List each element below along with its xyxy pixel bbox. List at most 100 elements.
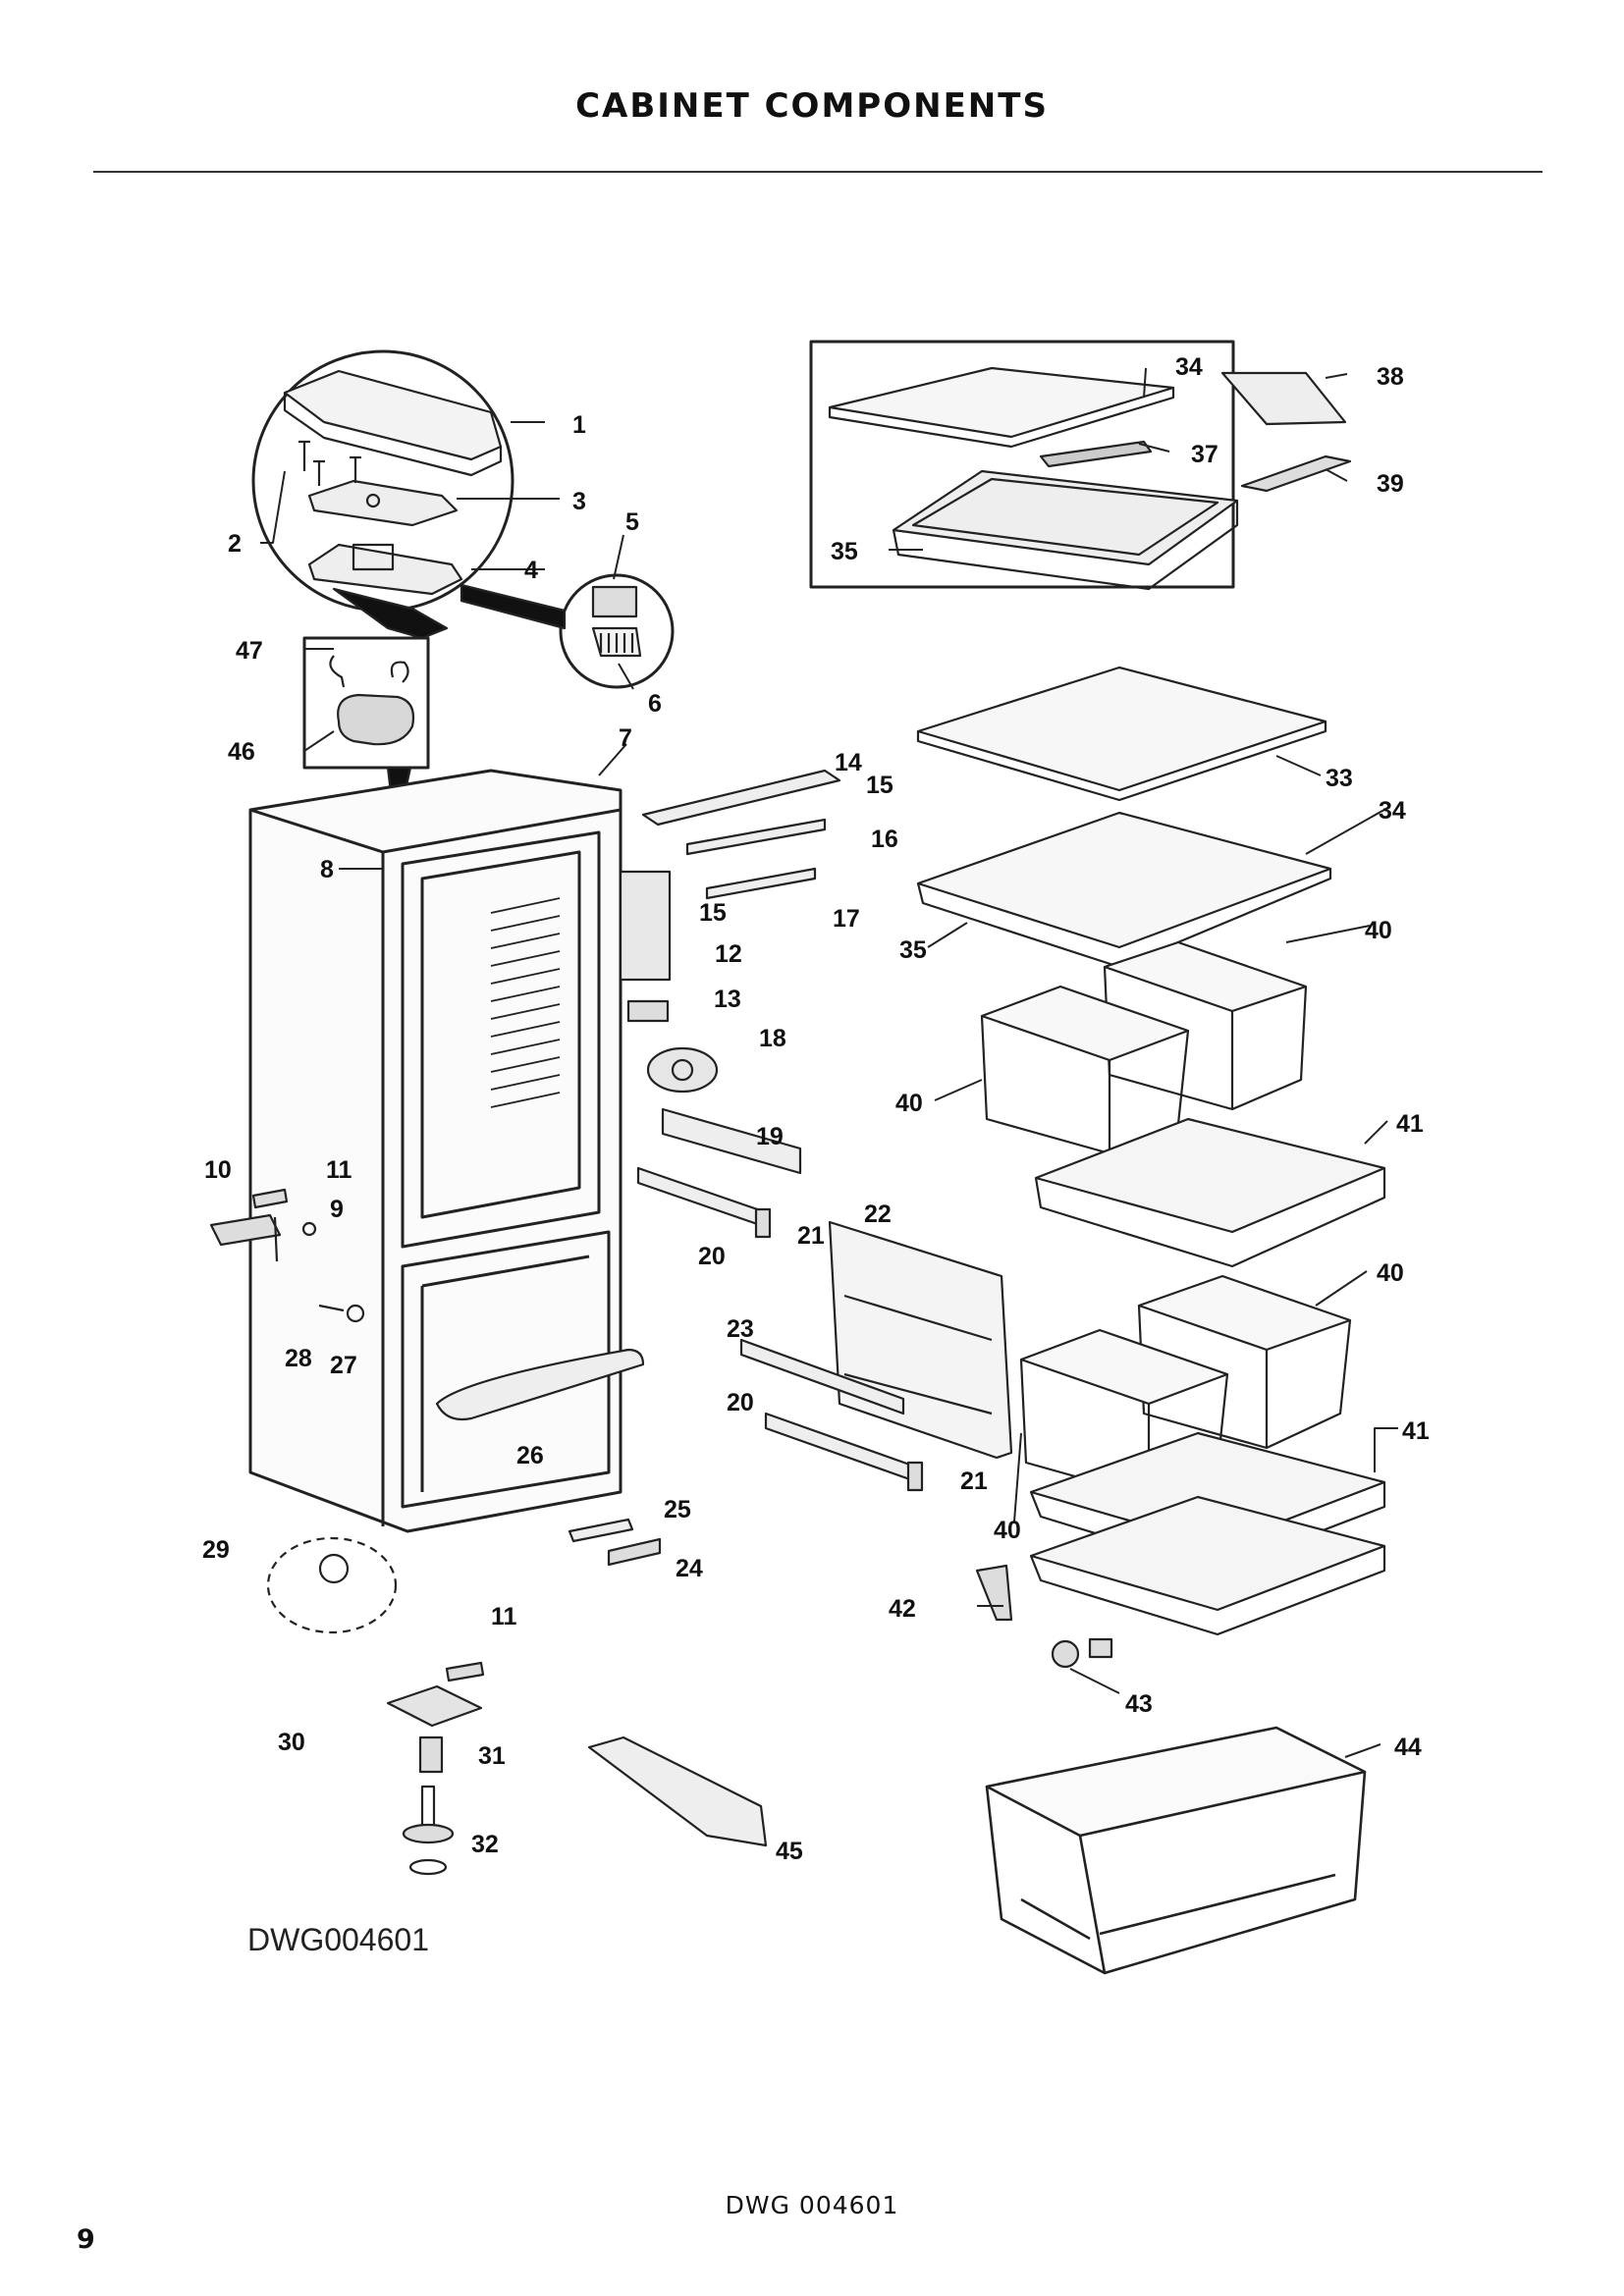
part-top-cover xyxy=(283,369,503,477)
detail-box-crisper-cover xyxy=(809,340,1235,589)
part-foot-29 xyxy=(266,1536,398,1634)
part-leveler-32 xyxy=(402,1785,455,1876)
callout-label: 6 xyxy=(648,690,662,718)
callout-label: 41 xyxy=(1402,1417,1430,1445)
callout-label: 5 xyxy=(625,508,639,536)
part-door-bin-40-a xyxy=(1103,940,1308,1111)
callout-label: 43 xyxy=(1125,1690,1153,1718)
part-shim-11-lower xyxy=(445,1661,485,1682)
part-bracket-21-a xyxy=(754,1207,772,1239)
part-water-connector xyxy=(329,655,415,746)
callout-label: 16 xyxy=(871,826,898,853)
part-glass-shelf-34-top xyxy=(828,366,1175,449)
part-control-panel-12 xyxy=(619,870,672,982)
callout-label: 37 xyxy=(1191,441,1218,468)
callout-label: 34 xyxy=(1175,353,1203,381)
callout-label: 26 xyxy=(516,1442,544,1469)
callout-labels: 1 2 3 4 5 6 7 8 9 10 11 11 12 13 14 15 1… xyxy=(202,353,1430,1865)
part-light-cover-14 xyxy=(641,769,841,827)
callout-label: 14 xyxy=(835,749,862,776)
part-tray-41-upper xyxy=(1034,1117,1386,1268)
page-title: CABINET COMPONENTS xyxy=(575,86,1049,126)
callout-label: 29 xyxy=(202,1536,230,1564)
callout-label: 15 xyxy=(699,899,727,927)
callout-label: 21 xyxy=(960,1468,988,1495)
callout-label: 35 xyxy=(899,936,927,964)
detail-box-46-47 xyxy=(302,636,430,770)
callout-label: 8 xyxy=(320,856,334,883)
leader-wedge-top xyxy=(332,587,449,640)
callout-label: 25 xyxy=(664,1496,691,1523)
callout-label: 11 xyxy=(326,1156,352,1184)
part-hinge-10 xyxy=(209,1213,282,1262)
callout-label: 40 xyxy=(1377,1259,1404,1287)
callout-label: 42 xyxy=(889,1595,916,1623)
callout-label: 2 xyxy=(228,530,242,558)
callout-label: 4 xyxy=(524,557,538,584)
detail-circle-5-6 xyxy=(559,573,675,689)
part-rail-23 xyxy=(739,1338,905,1415)
part-clip-25 xyxy=(568,1518,634,1543)
callout-label: 47 xyxy=(236,637,263,665)
callout-label: 40 xyxy=(895,1090,923,1117)
callout-label: 12 xyxy=(715,940,742,968)
part-cover-24 xyxy=(607,1537,662,1567)
part-glass-shelf-33 xyxy=(916,666,1327,802)
callout-label: 3 xyxy=(572,488,586,515)
part-shelf-trim-37 xyxy=(1039,440,1153,468)
part-screws-top xyxy=(298,440,361,486)
part-crisper-drawer-44 xyxy=(985,1726,1367,1975)
part-cabinet-vents xyxy=(490,897,561,1108)
part-screw-9 xyxy=(301,1221,317,1237)
part-filter-comb xyxy=(591,585,642,658)
callout-label: 17 xyxy=(833,905,860,933)
part-light-16 xyxy=(685,818,827,856)
part-shim-11-upper xyxy=(251,1188,289,1209)
callout-label: 44 xyxy=(1394,1734,1422,1761)
leader-wedge-5-6 xyxy=(460,583,567,630)
callout-label: 40 xyxy=(1365,917,1392,944)
part-door-shelf-45 xyxy=(587,1735,768,1847)
callout-label: 21 xyxy=(797,1222,825,1250)
callout-label: 9 xyxy=(330,1196,344,1223)
part-rear-panel-22 xyxy=(828,1220,1013,1460)
part-fan-18 xyxy=(646,1046,719,1094)
callout-label: 40 xyxy=(994,1517,1021,1544)
part-screw-28 xyxy=(318,1304,345,1312)
callout-label: 46 xyxy=(228,738,255,766)
callout-label: 28 xyxy=(285,1345,312,1372)
callout-label: 7 xyxy=(619,724,632,752)
part-lever-42 xyxy=(975,1564,1013,1622)
part-hinge-bracket xyxy=(307,479,459,527)
callout-label: 27 xyxy=(330,1352,357,1379)
part-connector-13 xyxy=(626,999,670,1023)
part-shelf-rail-39 xyxy=(1240,454,1352,493)
callout-label: 35 xyxy=(831,538,858,565)
callout-label: 18 xyxy=(759,1025,786,1052)
part-door-handle-shelf-26 xyxy=(435,1348,645,1421)
callout-label: 33 xyxy=(1326,765,1353,792)
page-number: 9 xyxy=(77,2224,95,2255)
part-rail-19 xyxy=(661,1107,802,1175)
title-divider xyxy=(93,171,1543,173)
part-crisper-cover-35-top xyxy=(892,469,1239,591)
part-bushing-31 xyxy=(418,1735,444,1774)
part-base-bracket xyxy=(307,543,463,596)
part-rail-20-upper xyxy=(636,1166,768,1229)
part-door-bin-40-b xyxy=(980,985,1190,1155)
part-hinge-plate-30 xyxy=(386,1684,483,1728)
callout-label: 13 xyxy=(714,986,741,1013)
callout-label: 30 xyxy=(278,1729,305,1756)
part-cabinet-body xyxy=(248,769,623,1533)
callout-label: 38 xyxy=(1377,363,1404,391)
callout-label: 32 xyxy=(471,1831,499,1858)
callout-label: 22 xyxy=(864,1201,892,1228)
callout-label: 45 xyxy=(776,1838,803,1865)
leader-lines xyxy=(260,367,1398,1758)
drawing-id: DWG004601 xyxy=(247,1922,429,1957)
callout-label: 31 xyxy=(478,1742,506,1770)
callout-label: 24 xyxy=(676,1555,703,1582)
part-roller-43 xyxy=(1051,1637,1113,1669)
callout-label: 39 xyxy=(1377,470,1404,498)
